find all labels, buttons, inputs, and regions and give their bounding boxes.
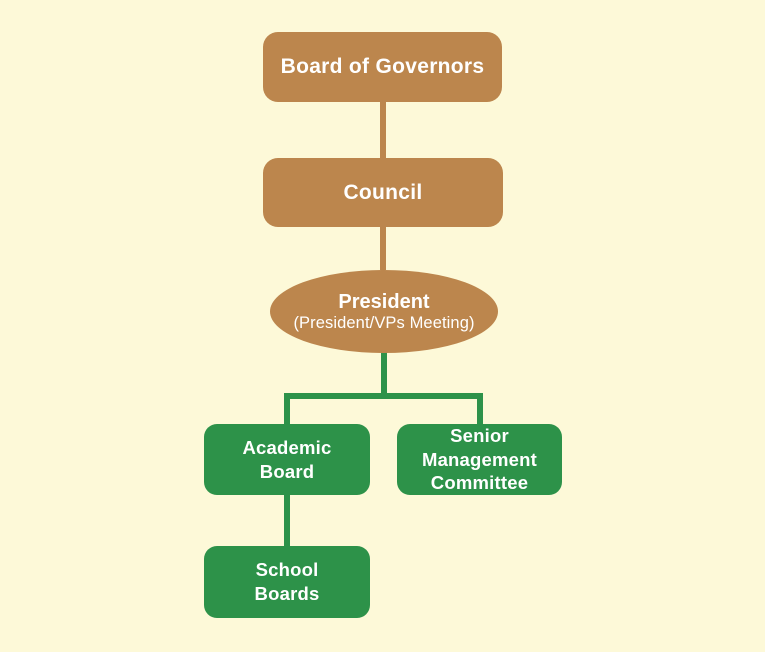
node-academic-board: Academic Board xyxy=(204,424,370,495)
node-academic-board-label-line-1: Academic xyxy=(242,436,332,458)
node-school-boards-label-line-1: School xyxy=(255,559,319,581)
node-president: President (President/VPs Meeting) xyxy=(270,270,498,353)
connector-academic-board-to-school-boards xyxy=(284,495,290,546)
connector-president-stem xyxy=(381,350,387,393)
connector-horizontal-bar xyxy=(284,393,483,399)
connector-council-to-president xyxy=(380,227,386,270)
node-senior-management-committee: Senior Management Committee xyxy=(397,424,562,495)
node-senior-management-committee-label-line-3: Committee xyxy=(430,472,529,494)
node-president-title: President xyxy=(338,290,430,313)
node-council: Council xyxy=(263,158,503,227)
node-board-of-governors-label: Board of Governors xyxy=(280,55,485,78)
node-president-subtitle: (President/VPs Meeting) xyxy=(293,313,475,332)
node-council-label: Council xyxy=(343,180,423,204)
connector-board-of-governors-to-council xyxy=(380,102,386,158)
connector-drop-to-academic-board xyxy=(284,393,290,424)
node-school-boards: School Boards xyxy=(204,546,370,618)
node-board-of-governors: Board of Governors xyxy=(263,32,502,102)
node-senior-management-committee-label-line-2: Management xyxy=(421,448,538,470)
node-senior-management-committee-label-line-1: Senior xyxy=(450,425,509,446)
node-school-boards-label-line-2: Boards xyxy=(254,583,320,604)
connector-drop-to-senior-management-committee xyxy=(477,393,483,424)
node-academic-board-label-line-2: Board xyxy=(259,460,315,482)
